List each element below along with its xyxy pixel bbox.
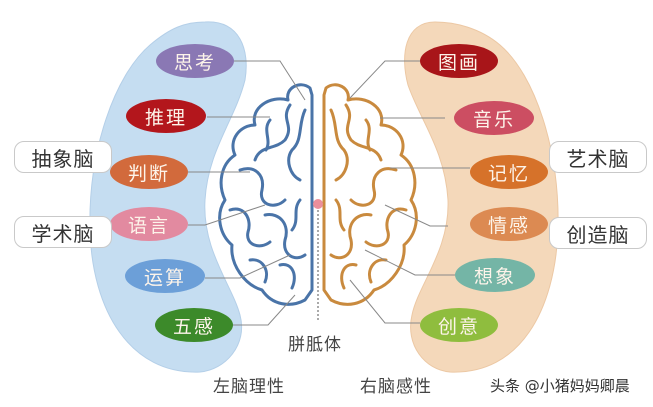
watermark: 头条 @小猪妈妈卿晨 [490,377,630,395]
function-pill-language: 语言 [110,207,188,241]
function-pill-drawing: 图画 [420,44,498,78]
left-brain-title: 左脑理性 [213,377,285,397]
group-tag-abstract-brain: 抽象脑 [14,141,112,173]
function-pill-judgment: 判断 [110,155,188,189]
corpus-callosum-label: 胼胝体 [288,335,342,355]
function-pill-five-senses: 五感 [155,308,233,342]
function-pill-music: 音乐 [454,101,534,135]
right-brain-title: 右脑感性 [360,377,432,397]
leader-lines [188,60,470,326]
left-brain-hemisphere [218,83,314,306]
corpus-callosum-dot [313,199,323,209]
function-pill-emotion: 情感 [470,207,548,241]
function-pill-memory: 记忆 [470,155,548,189]
function-pill-reasoning: 推理 [126,99,206,133]
function-pill-imagination: 想象 [455,258,535,292]
right-brain-hemisphere [322,83,418,306]
function-pill-calculation: 运算 [125,259,205,293]
function-pill-thinking: 思考 [156,44,234,78]
group-tag-academic-brain: 学术脑 [14,216,112,248]
group-tag-art-brain: 艺术脑 [549,141,647,173]
function-pill-creativity: 创意 [420,308,498,342]
group-tag-creative-brain: 创造脑 [549,217,647,249]
